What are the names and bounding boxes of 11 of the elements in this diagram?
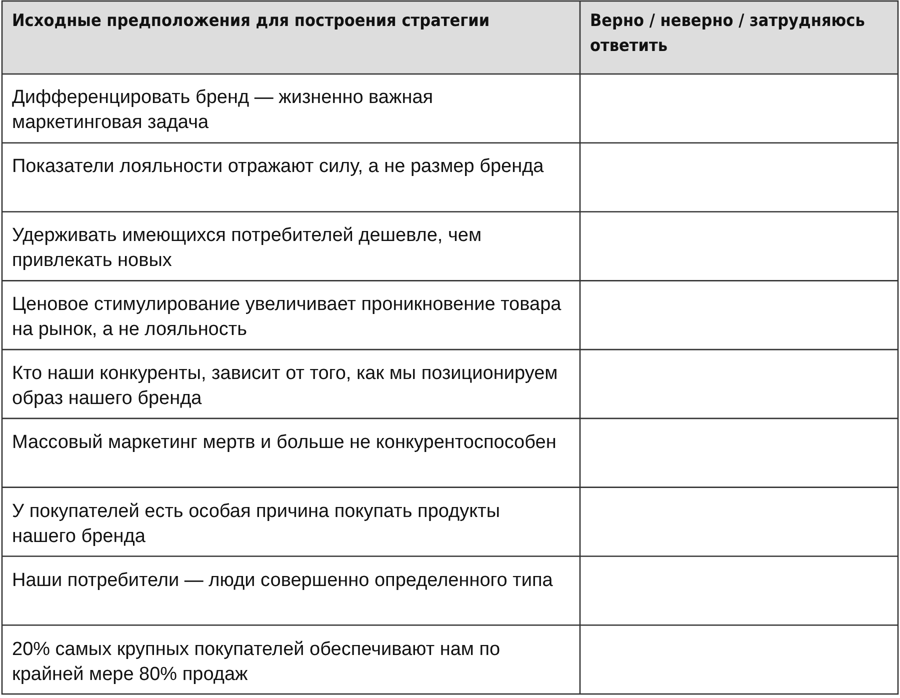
statement-text: Ценовое стимулирование увеличивает проникновение товара на рынок, а не лояльность [12, 293, 562, 342]
statement-text: 20% самых крупных покупателей обеспечивают нам по крайней мере 80% продаж [12, 638, 502, 687]
statement-text: Дифференцировать бренд — жизненно важная маркетинговая задача [12, 86, 434, 136]
statement-text: Кто наши конкуренты, зависит от того, как мы позиционируем образ нашего бренда [12, 362, 559, 411]
column-header: Верно / неверно / затрудняюсь ответить [590, 10, 866, 58]
statement-text: Удерживать имеющихся потребителей дешевле, чем привлекать новых [12, 224, 483, 274]
column-header: Исходные предположения для построения стратегии [12, 10, 491, 33]
statement-text: Массовый маркетинг мертв и больше не конкурентоспособен [12, 430, 558, 455]
statement-text: У покупателей есть особая причина покупать продукты нашего бренда [12, 500, 502, 549]
statement-text: Наши потребители — люди совершенно определенного типа [12, 568, 554, 593]
statement-text: Показатели лояльности отражают силу, а не размер бренда [12, 155, 545, 180]
